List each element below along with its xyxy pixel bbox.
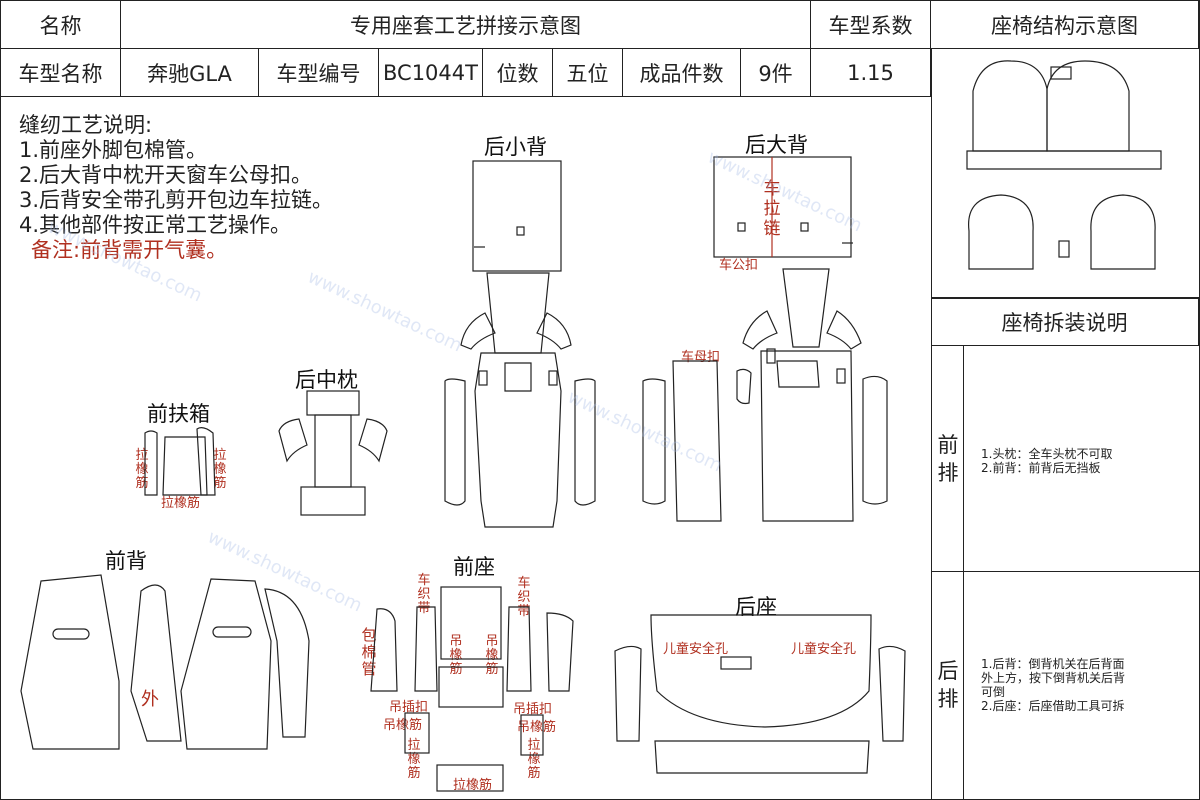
title-cell: 专用座套工艺拼接示意图 — [121, 1, 811, 49]
front-armrest-piece — [144, 427, 216, 496]
label-rear-big-back: 后大背 — [745, 133, 808, 157]
annot-hang-elastic-right2: 吊橡筋 — [517, 720, 557, 735]
label-rear-headrest: 后中枕 — [295, 368, 358, 392]
structure-title: 座椅结构示意图 — [991, 13, 1138, 38]
rear-small-back-piece — [472, 160, 562, 272]
row-divider — [931, 571, 1199, 572]
label-front-armrest: 前扶箱 — [147, 402, 210, 426]
seats-label: 位数 — [496, 61, 539, 86]
note-item: 4.其他部件按正常工艺操作。 — [19, 213, 292, 237]
seat-structure-diagram — [966, 60, 1162, 270]
rear-headrest-piece — [278, 390, 388, 516]
notes-remark: 备注:前背需开气囊。 — [31, 238, 228, 262]
rear-row-label: 后排 — [937, 659, 959, 711]
rear-big-back-piece — [713, 156, 853, 258]
annot-seatbelt-left: 车织带 — [417, 573, 431, 616]
annot-hang-clip-left: 吊插扣 — [389, 700, 429, 715]
seats-label-cell: 位数 — [483, 49, 553, 97]
seats-cell: 五位 — [553, 49, 623, 97]
seats-value: 五位 — [566, 61, 609, 86]
annot-child-safety-left: 儿童安全孔 — [663, 642, 729, 657]
annot-hang-clip-right: 吊插扣 — [513, 702, 553, 717]
note-item: 2.后大背中枕开天窗车公母扣。 — [19, 163, 313, 187]
rear-seat-piece — [614, 614, 906, 774]
right-column-border — [931, 49, 932, 799]
note-item: 3.后背安全带孔剪开包边车拉链。 — [19, 188, 334, 212]
annot-hang-elastic-left2: 吊橡筋 — [383, 718, 423, 733]
pieces-label: 成品件数 — [639, 61, 724, 86]
rear-row-text: 1.后背：倒背机关在后背面 外上方，按下倒背机关后背 可倒 2.后座：后座借助工… — [981, 657, 1126, 713]
rear-small-back-patterns — [444, 272, 596, 528]
front-row-text: 1.头枕：全车头枕不可取 2.前背：前背后无挡板 — [981, 447, 1113, 475]
disassembly-title: 座椅拆装说明 — [1001, 311, 1128, 335]
front-seat-piece — [370, 586, 574, 792]
label-front-seat: 前座 — [453, 555, 495, 579]
annot-elastic-front-bottom: 拉橡筋 — [453, 778, 493, 793]
model-name-label-cell: 车型名称 — [1, 49, 121, 97]
annot-elastic-front-right: 拉橡筋 — [527, 738, 541, 781]
annot-elastic-right: 拉橡筋 — [213, 448, 227, 491]
annot-snap: 车公扣 — [719, 258, 759, 273]
row-label-divider — [963, 346, 964, 799]
model-no-label-cell: 车型编号 — [259, 49, 379, 97]
label-rear-small-back: 后小背 — [484, 135, 547, 159]
pieces-cell: 9件 — [741, 49, 811, 97]
annot-outer: 外 — [141, 689, 159, 710]
coef-label-cell: 车型系数 — [811, 1, 931, 49]
rear-big-back-patterns — [642, 268, 888, 522]
notes-title: 缝纫工艺说明: — [19, 113, 153, 137]
note-item: 1.前座外脚包棉管。 — [19, 138, 208, 162]
front-row-label: 前排 — [937, 433, 959, 485]
name-label: 名称 — [39, 13, 82, 38]
divider — [931, 297, 1199, 298]
label-front-back: 前背 — [105, 549, 147, 573]
coef-label: 车型系数 — [828, 13, 913, 38]
model-name-label: 车型名称 — [18, 61, 103, 86]
model-name-cell: 奔驰GLA — [121, 49, 259, 97]
sewing-notes: 缝纫工艺说明: 1.前座外脚包棉管。 2.后大背中枕开天窗车公母扣。 3.后背安… — [19, 113, 333, 263]
front-back-piece — [20, 574, 310, 750]
annot-elastic-front-left: 拉橡筋 — [407, 738, 421, 781]
disassembly-title-cell: 座椅拆装说明 — [931, 298, 1199, 346]
model-name: 奔驰GLA — [147, 61, 232, 86]
coef-value: 1.15 — [847, 60, 894, 85]
pieces-label-cell: 成品件数 — [623, 49, 741, 97]
annot-elastic-bottom: 拉橡筋 — [161, 496, 201, 511]
name-label-cell: 名称 — [1, 1, 121, 49]
model-no-cell: BC1044T — [379, 49, 483, 97]
coef-cell: 1.15 — [811, 49, 931, 97]
pieces-value: 9件 — [758, 61, 793, 86]
structure-title-cell: 座椅结构示意图 — [931, 1, 1199, 49]
annot-child-safety-right: 儿童安全孔 — [791, 642, 857, 657]
annot-seatbelt-right: 车织带 — [517, 576, 531, 619]
model-no-label: 车型编号 — [276, 61, 361, 86]
model-no: BC1044T — [383, 60, 478, 85]
page-title: 专用座套工艺拼接示意图 — [350, 13, 581, 38]
